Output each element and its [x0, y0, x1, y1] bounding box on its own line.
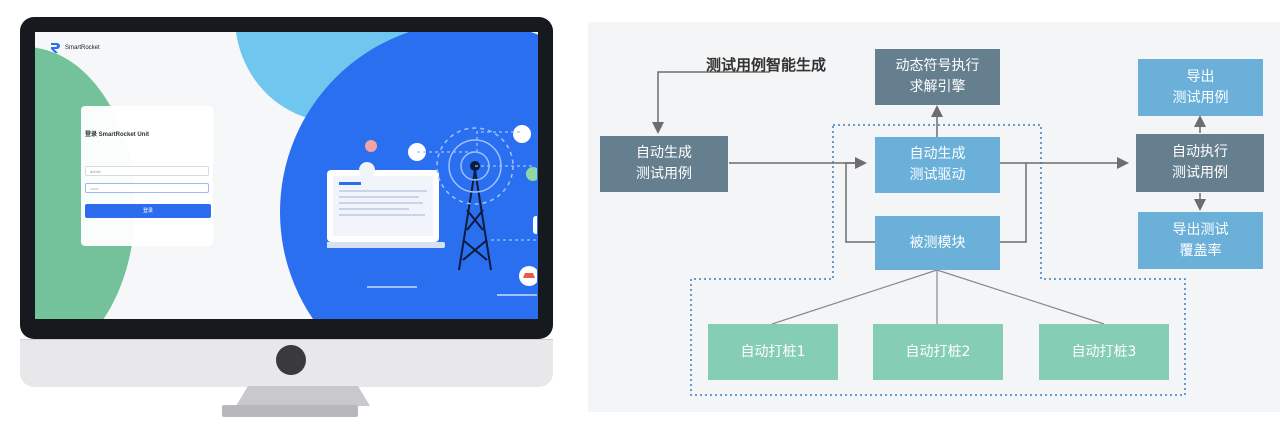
- node-export-test-cases-line1: 导出: [1186, 68, 1215, 85]
- dotted-group-border: [690, 124, 1186, 396]
- login-button[interactable]: 登录: [85, 204, 211, 218]
- password-input[interactable]: ••••••: [85, 183, 209, 193]
- node-autogen-test-cases-line1: 自动生成: [636, 145, 692, 161]
- test-flow-diagram: 测试用例智能生成 动态符号执行 求解引擎 自动生成 测试用例 自动生成 测试驱动…: [588, 22, 1280, 412]
- brand: SmartRocket: [49, 42, 100, 54]
- node-export-coverage-line1: 导出测试: [1172, 221, 1229, 238]
- label-test-case-generation: 测试用例智能生成: [706, 56, 827, 74]
- node-autogen-test-cases: 自动生成 测试用例: [600, 136, 728, 192]
- pink-node-icon: [365, 140, 377, 152]
- node-auto-execute-line1: 自动执行: [1172, 144, 1228, 160]
- username-input[interactable]: admin: [85, 166, 209, 176]
- node-module-under-test: 被测模块: [875, 216, 1000, 270]
- node-auto-stub-1-label: 自动打桩1: [740, 343, 806, 360]
- node-auto-stub-3-label: 自动打桩3: [1071, 343, 1137, 360]
- signal-tower-icon: [458, 161, 492, 271]
- monitor-stand: [236, 386, 370, 406]
- node-export-test-cases-line2: 测试用例: [1172, 89, 1229, 106]
- node-auto-execute-line2: 测试用例: [1172, 165, 1228, 181]
- monitor-screen: SmartRocket 登录 SmartRocket Unit admin ••…: [35, 32, 538, 319]
- node-symbolic-engine-line1: 动态符号执行: [895, 58, 980, 74]
- node-autogen-test-cases-line2: 测试用例: [636, 166, 692, 182]
- node-symbolic-engine: 动态符号执行 求解引擎: [875, 49, 1000, 105]
- monitor-foot: [222, 405, 358, 417]
- node-autogen-test-driver-line1: 自动生成: [909, 146, 966, 162]
- node-symbolic-engine-line2: 求解引擎: [909, 79, 966, 95]
- diagram-connectors: [652, 71, 1206, 396]
- smartrocket-logo-icon: [51, 43, 60, 53]
- login-title: 登录 SmartRocket Unit: [85, 132, 150, 138]
- node-autogen-test-driver-line2: 测试驱动: [909, 167, 966, 183]
- node-export-coverage-line2: 覆盖率: [1179, 242, 1222, 259]
- bus-icon: [533, 216, 537, 234]
- brand-name: SmartRocket: [65, 45, 100, 51]
- node-auto-stub-3: 自动打桩3: [1039, 324, 1169, 380]
- node-auto-stub-2: 自动打桩2: [873, 324, 1003, 380]
- node-module-under-test-label: 被测模块: [909, 234, 966, 251]
- node-auto-stub-1: 自动打桩1: [708, 324, 838, 380]
- node-auto-execute: 自动执行 测试用例: [1136, 134, 1264, 192]
- node-auto-stub-2-label: 自动打桩2: [905, 343, 971, 360]
- node-autogen-test-driver: 自动生成 测试驱动: [875, 137, 1000, 193]
- monitor-mockup: SmartRocket 登录 SmartRocket Unit admin ••…: [0, 0, 575, 438]
- login-card: [81, 106, 213, 246]
- laptop-icon: [327, 170, 445, 248]
- power-button-icon: [276, 345, 306, 375]
- node-export-test-cases: 导出 测试用例: [1138, 59, 1263, 116]
- network-illustration: [327, 125, 537, 296]
- green-node-icon: [526, 167, 537, 181]
- camera-icon: [513, 125, 531, 143]
- network-node-icon: [359, 162, 375, 178]
- node-export-coverage: 导出测试 覆盖率: [1138, 212, 1263, 269]
